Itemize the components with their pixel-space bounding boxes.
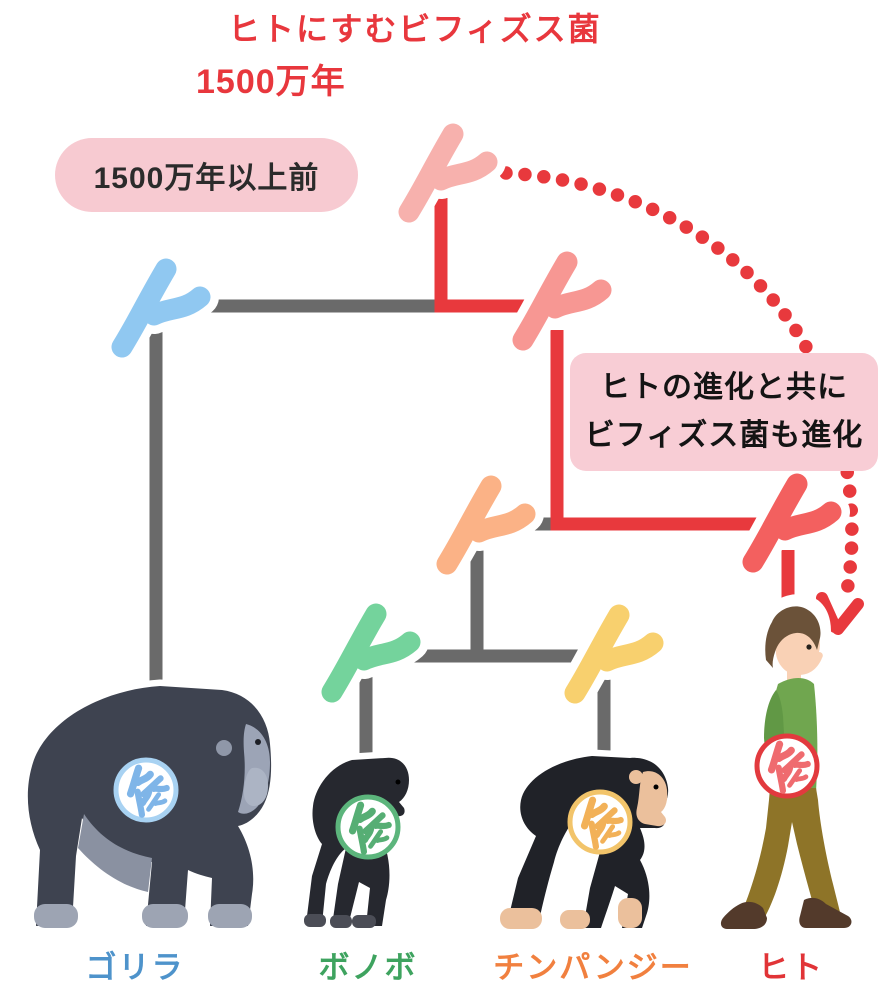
chimp-face: [636, 771, 668, 827]
evolution-dotted-arrow: [499, 166, 864, 635]
diagram-title: ヒトにすむビフィズス菌: [228, 11, 602, 47]
bacterium-root-icon: [409, 134, 487, 212]
bacterium-chimp-icon: [575, 615, 653, 693]
chimp-ear: [629, 770, 643, 784]
bonobo-feet: [304, 914, 376, 928]
label-human: ヒト: [758, 950, 824, 985]
evolution-note-line1: ヒトの進化と共に: [600, 371, 848, 404]
age-callout-text: 1500万年以上前: [93, 162, 320, 195]
human-eye: [806, 644, 812, 650]
diagram-subtitle-years: 1500万年: [196, 63, 346, 101]
evolution-note-box: ヒトの進化と共に ビフィズス菌も進化: [570, 353, 878, 471]
human-hair: [765, 606, 821, 668]
age-callout-bubble: 1500万年以上前: [55, 138, 358, 212]
branch-root-down: [434, 198, 535, 313]
bonobo-bacteria-badge: [335, 794, 401, 860]
label-chimpanzee: チンパンジー: [493, 950, 693, 985]
evolution-note-line2: ビフィズス菌も進化: [584, 419, 864, 452]
chimp-bacteria-badge: [567, 789, 633, 855]
gorilla-bacteria-badge: [113, 757, 179, 823]
label-bonobo: ボノボ: [318, 950, 418, 985]
human-back-shoe: [720, 901, 767, 929]
human-pants: [740, 788, 841, 922]
bonobo-eye: [395, 779, 401, 785]
chimp-eye: [653, 784, 659, 790]
gorilla-feet: [34, 904, 252, 928]
human-front-shoe: [799, 897, 852, 928]
branch-ancestor-to-human: [550, 330, 778, 531]
gorilla-muzzle: [243, 767, 268, 806]
chimp-hands-feet: [500, 898, 642, 929]
bacterium-ancestor-pink-icon: [523, 262, 601, 340]
gorilla-eye: [255, 739, 261, 745]
bacterium-ancestor-orange-icon: [447, 486, 525, 564]
dotted-arc: [499, 166, 859, 609]
arrowhead-icon: [816, 592, 864, 635]
label-gorilla: ゴリラ: [85, 950, 185, 985]
gorilla-belly-shade: [78, 814, 152, 892]
human-bacteria-badge: [754, 733, 820, 799]
gorilla-ear: [216, 740, 232, 756]
